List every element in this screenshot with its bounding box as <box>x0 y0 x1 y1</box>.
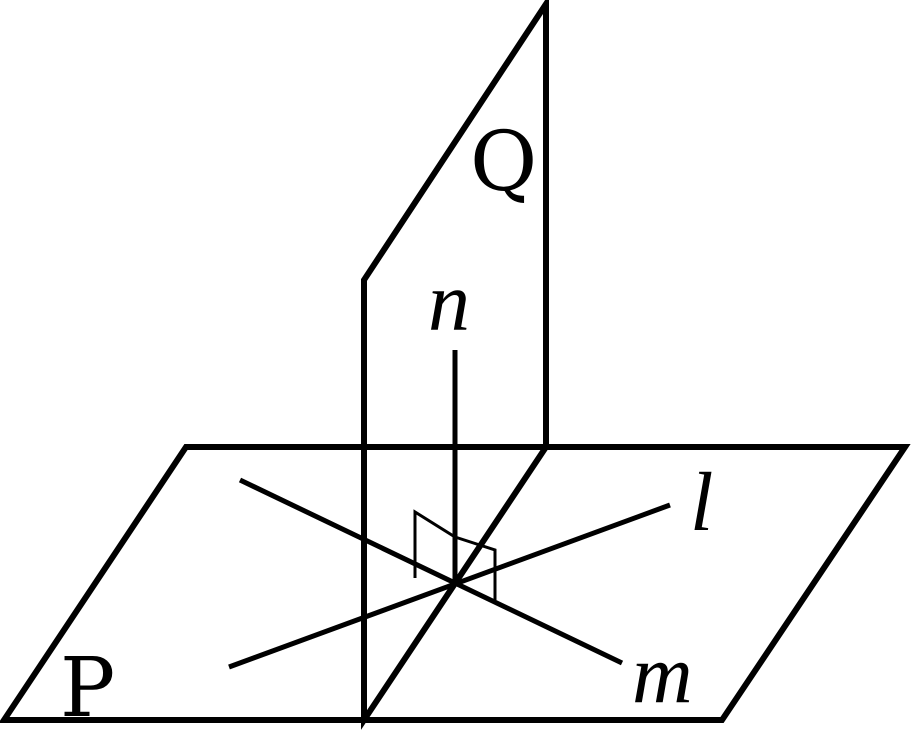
line-m <box>238 477 624 666</box>
label-line-n: n <box>428 256 470 349</box>
plane-q <box>361 0 549 730</box>
label-line-m: m <box>632 628 693 721</box>
plane-p <box>0 444 911 723</box>
right-angle-mark-right <box>454 535 497 600</box>
label-plane-p: P <box>60 641 115 736</box>
label-line-l: l <box>690 456 713 549</box>
line-l <box>228 502 671 670</box>
right-angle-mark-left <box>413 509 456 578</box>
label-plane-q: Q <box>470 115 537 210</box>
